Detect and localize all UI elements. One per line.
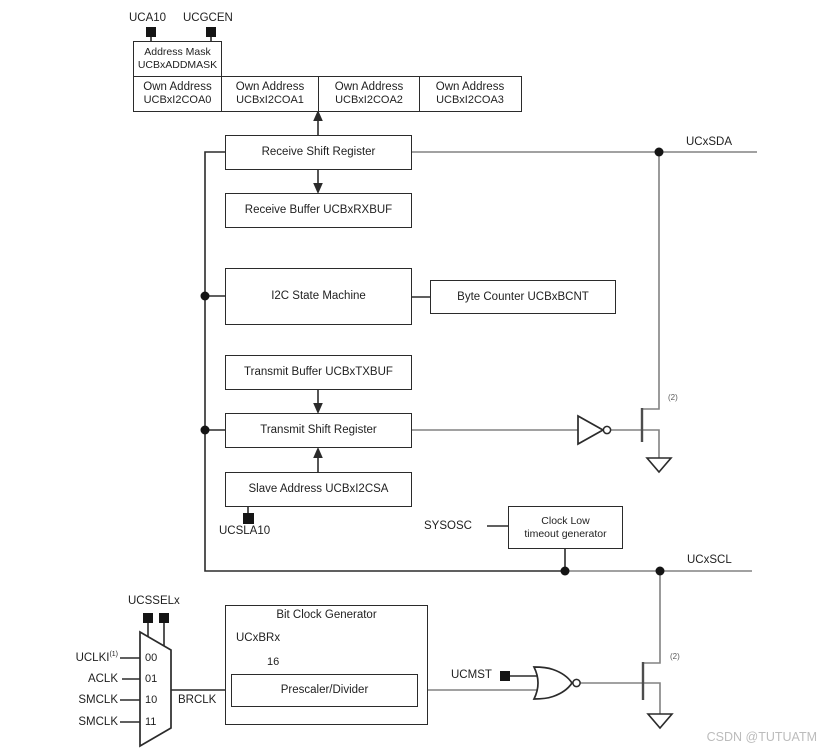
scl-nor-gate-icon <box>532 666 581 700</box>
brclk-label: BRCLK <box>178 694 217 706</box>
transmit-shift-register-box: Transmit Shift Register <box>225 413 412 448</box>
mux-code-01: 01 <box>145 673 158 685</box>
sda-gate-source-wire <box>610 429 660 458</box>
sda-transistor-note: (2) <box>668 393 678 402</box>
slave-address-label: Slave Address UCBxI2CSA <box>248 483 389 495</box>
clock-low-timeout-box: Clock Low timeout generator <box>508 506 623 549</box>
bus-width-label: 16 <box>267 656 280 668</box>
sda-inverter-icon <box>577 414 612 446</box>
mux-input-uclki-label: UCLKI <box>75 652 110 664</box>
own-address-box-3: Own Address UCBxI2COA3 <box>418 75 522 112</box>
address-mask-box: Address Mask UCBxADDMASK <box>133 41 222 77</box>
ucsla10-label: UCSLA10 <box>219 525 271 537</box>
ucmst-label: UCMST <box>451 669 492 681</box>
i2c-state-machine-label: I2C State Machine <box>271 290 366 302</box>
ucgcen-label: UCGCEN <box>183 12 233 24</box>
own-address-3-line2: UCBxI2COA3 <box>436 93 504 106</box>
byte-counter-label: Byte Counter UCBxBCNT <box>457 290 589 303</box>
transmit-buffer-label: Transmit Buffer UCBxTXBUF <box>244 366 393 378</box>
own-address-0-line1: Own Address <box>143 80 212 93</box>
scl-junction-dot-1 <box>560 566 570 576</box>
address-mask-line2: UCBxADDMASK <box>137 59 218 71</box>
transmit-shift-register-label: Transmit Shift Register <box>260 424 377 436</box>
watermark: CSDN @TUTUATM <box>706 730 817 744</box>
arrowhead-up-txshift <box>313 447 323 458</box>
own-address-1-line2: UCBxI2COA1 <box>236 93 304 106</box>
uca10-label: UCA10 <box>129 12 167 24</box>
mux-input-smclk-1: SMCLK <box>40 693 118 707</box>
clock-low-line2: timeout generator <box>524 527 607 540</box>
ucxscl-label: UCxSCL <box>687 554 732 566</box>
sysosc-label: SYSOSC <box>424 520 472 532</box>
receive-shift-register-box: Receive Shift Register <box>225 135 412 170</box>
ucxsda-label: UCxSDA <box>686 136 733 148</box>
scl-drain-wire <box>643 571 661 664</box>
mux-input-aclk: ACLK <box>40 672 118 686</box>
i2c-state-machine-box: I2C State Machine <box>225 268 412 325</box>
bit-clock-generator-box <box>225 605 428 725</box>
receive-buffer-label: Receive Buffer UCBxRXBUF <box>244 204 393 216</box>
mux-code-00: 00 <box>145 652 158 664</box>
bit-clock-generator-title: Bit Clock Generator <box>276 609 377 621</box>
arrowhead-down-rxbuf <box>313 183 323 194</box>
receive-buffer-box: Receive Buffer UCBxRXBUF <box>225 193 412 228</box>
mux-code-11: 11 <box>145 716 157 728</box>
slave-address-box: Slave Address UCBxI2CSA <box>225 472 412 507</box>
ucssel-bit-square-0 <box>143 613 153 623</box>
bus-junction-dot-1 <box>200 291 210 301</box>
ucssel-label: UCSSELx <box>128 595 180 607</box>
scl-junction-dot-2 <box>655 566 665 576</box>
address-mask-line1: Address Mask <box>144 46 211 58</box>
own-address-3-line1: Own Address <box>435 80 505 93</box>
uca10-bit-square <box>146 27 156 37</box>
mux-input-smclk-1-label: SMCLK <box>78 694 118 706</box>
byte-counter-box: Byte Counter UCBxBCNT <box>430 280 616 314</box>
receive-shift-register-label: Receive Shift Register <box>261 146 376 158</box>
own-address-0-line2: UCBxI2COA0 <box>143 93 212 106</box>
arrowhead-up-ownaddr <box>313 110 323 121</box>
own-address-row: Own Address UCBxI2COA0 Own Address UCBxI… <box>133 75 522 112</box>
own-address-2-line2: UCBxI2COA2 <box>335 93 403 106</box>
bus-junction-dot-2 <box>200 425 210 435</box>
mux-input-aclk-label: ACLK <box>87 673 118 685</box>
sda-junction-dot <box>654 147 664 157</box>
own-address-box-0: Own Address UCBxI2COA0 <box>133 75 222 112</box>
ucssel-bit-square-1 <box>159 613 169 623</box>
own-address-2-line1: Own Address <box>334 80 404 93</box>
ucsla10-bit-square <box>243 513 254 524</box>
sda-drain-wire <box>642 152 660 410</box>
ucgcen-bit-square <box>206 27 216 37</box>
arrowhead-down-txshift <box>313 403 323 414</box>
mux-input-uclki-footnote: (1) <box>109 651 118 659</box>
prescaler-divider-box: Prescaler/Divider <box>231 674 418 707</box>
mux-input-smclk-2-label: SMCLK <box>78 716 118 728</box>
mux-input-smclk-2: SMCLK <box>40 715 118 729</box>
ucmst-bit-square <box>500 671 510 681</box>
scl-transistor-note: (2) <box>670 652 680 661</box>
transmit-buffer-box: Transmit Buffer UCBxTXBUF <box>225 355 412 390</box>
clock-mux-shape <box>139 630 172 748</box>
own-address-1-line1: Own Address <box>235 80 305 93</box>
sda-ground-icon <box>645 457 673 474</box>
mux-input-uclki: UCLKI(1) <box>40 651 118 665</box>
clock-low-line1: Clock Low <box>541 514 590 527</box>
prescaler-divider-label: Prescaler/Divider <box>280 684 369 696</box>
internal-bus-wire <box>204 151 565 572</box>
ucxbrx-label: UCxBRx <box>236 632 281 644</box>
scl-ground-icon <box>646 713 674 730</box>
mux-code-10: 10 <box>145 694 158 706</box>
scl-gate-source-wire <box>580 682 661 714</box>
own-address-box-2: Own Address UCBxI2COA2 <box>318 75 420 112</box>
own-address-box-1: Own Address UCBxI2COA1 <box>220 75 320 112</box>
